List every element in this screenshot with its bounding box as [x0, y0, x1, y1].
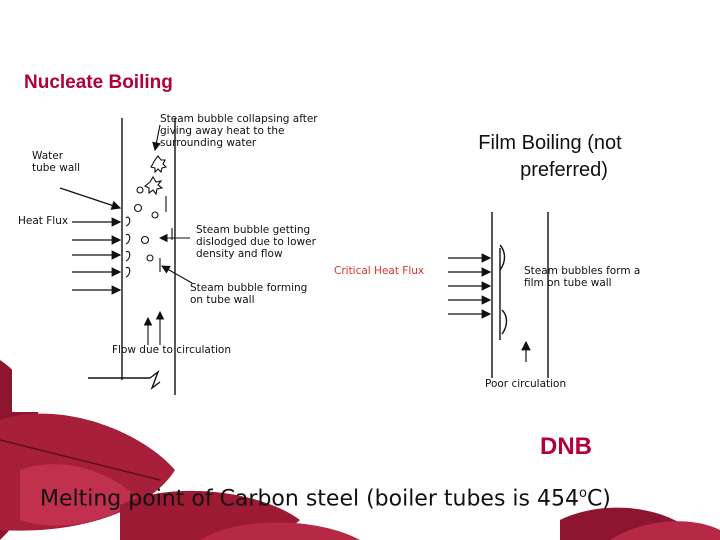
steam-bubbles-nucleate	[125, 155, 173, 278]
label-bubble-dislodged: Steam bubble getting dislodged due to lo…	[196, 224, 316, 260]
leaf-right	[560, 507, 720, 540]
nucleate-tube-wall	[88, 118, 176, 395]
label-critical-heat-flux: Critical Heat Flux	[334, 265, 425, 277]
label-bubbles-film: Steam bubbles form a film on tube wall	[524, 265, 641, 289]
dnb-label: DNB	[540, 433, 592, 460]
leaf-bottom	[120, 490, 360, 540]
label-water-tube-wall: Water tube wall	[32, 150, 81, 174]
film-boiling-title-line2: preferred)	[520, 159, 608, 181]
degree-superscript: o	[578, 486, 587, 501]
heat-flux-arrows-film	[448, 253, 531, 362]
nucleate-boiling-title: Nucleate Boiling	[24, 72, 173, 93]
film-boiling-title: Film Boiling (not preferred)	[455, 130, 645, 184]
label-heat-flux: Heat Flux	[18, 215, 69, 227]
label-bubble-forming: Steam bubble forming on tube wall	[190, 282, 308, 306]
melting-point-text: Melting point of Carbon steel (boiler tu…	[40, 486, 611, 511]
melting-point-text-unit: C)	[586, 486, 611, 512]
label-arrows-nucleate	[143, 124, 193, 345]
label-flow-circulation: Flow due to circulation	[112, 344, 231, 356]
heat-flux-arrows-nucleate	[59, 187, 122, 295]
film-boiling-title-line1: Film Boiling (not	[478, 132, 622, 154]
melting-point-text-main: Melting point of Carbon steel (boiler tu…	[40, 486, 579, 512]
film-tube-wall	[491, 212, 549, 378]
label-poor-circulation: Poor circulation	[485, 378, 567, 390]
label-bubble-collapsing: Steam bubble collapsing after giving awa…	[160, 113, 318, 149]
